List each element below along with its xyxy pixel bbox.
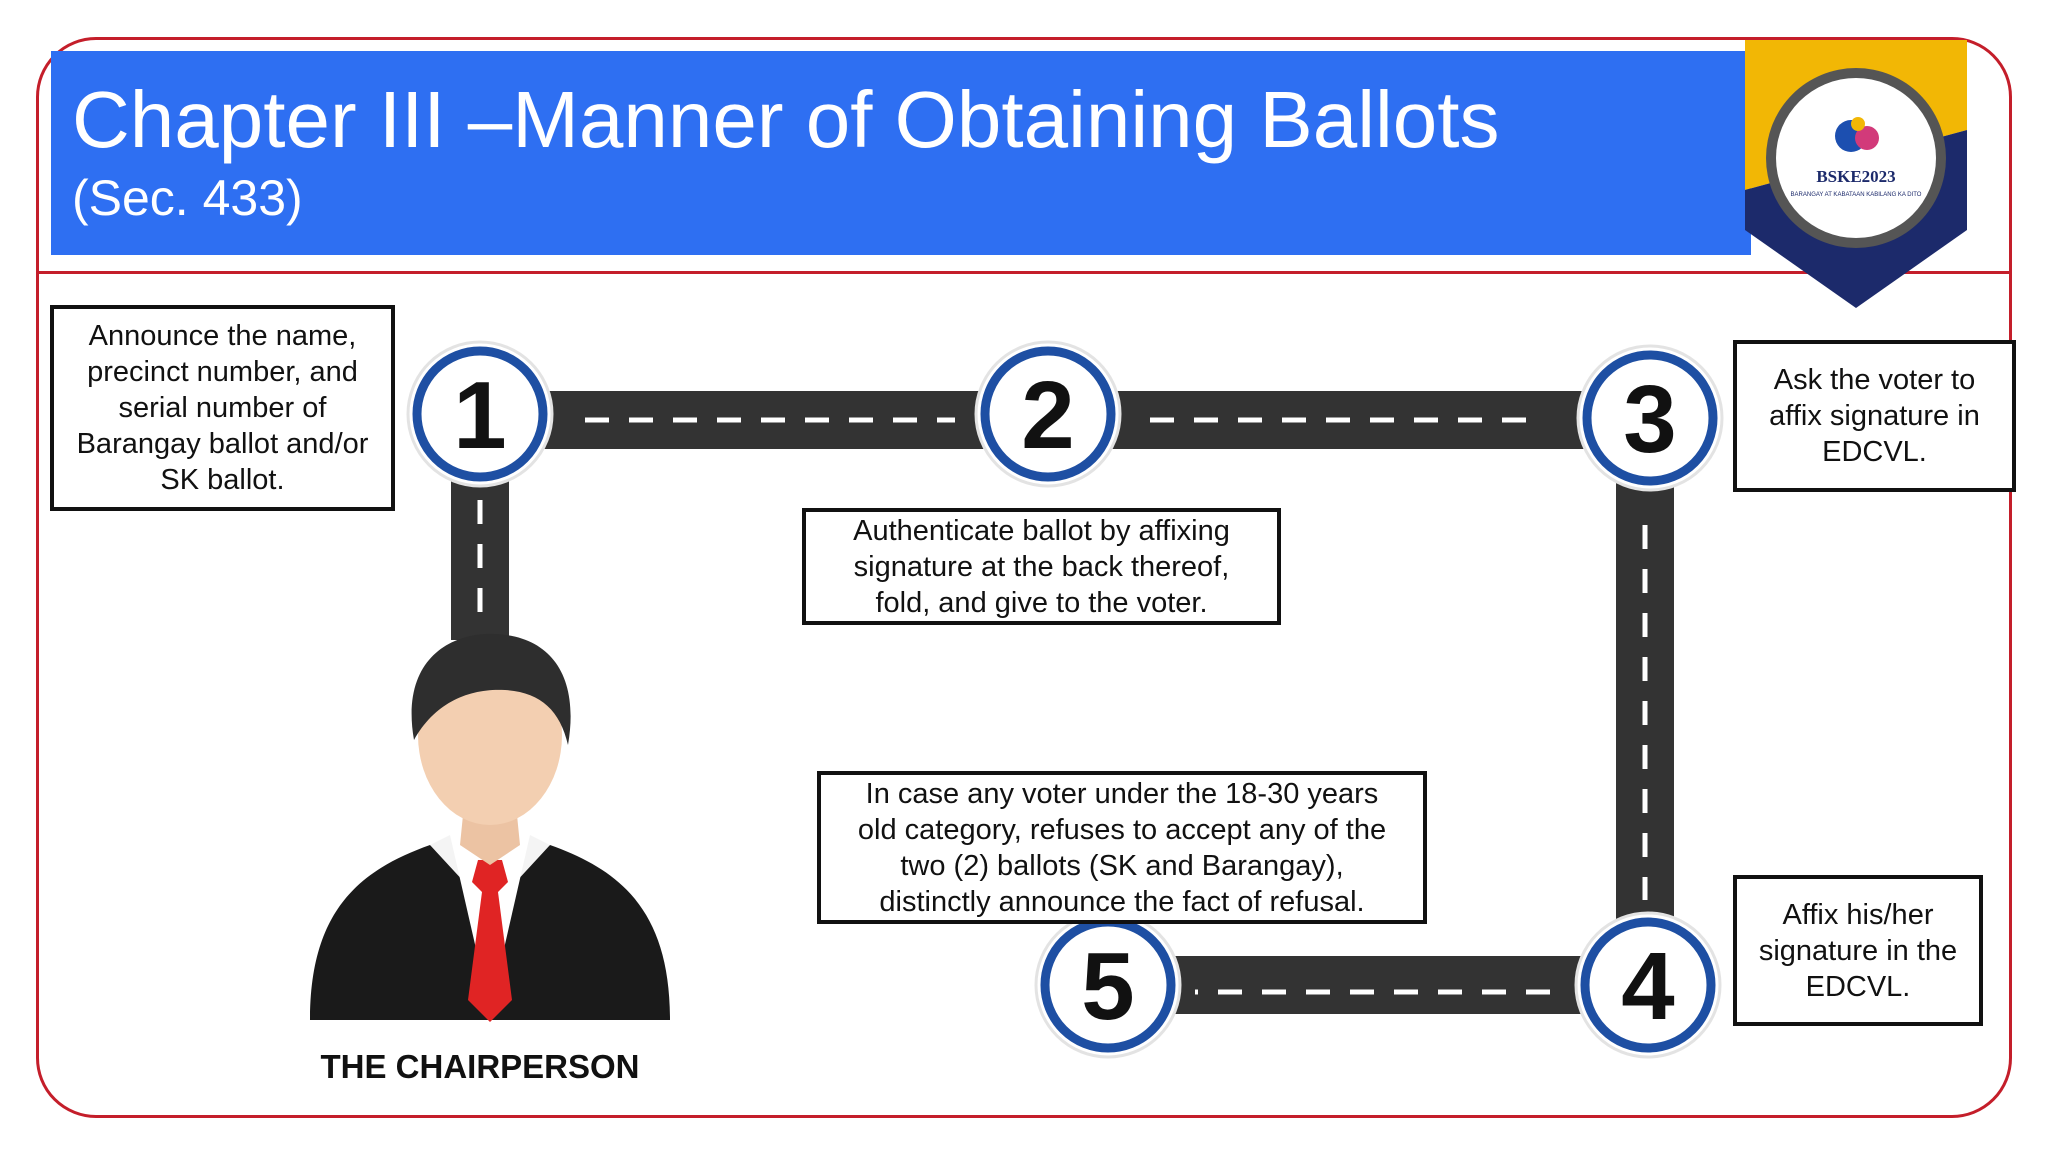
step-5-line: old category, refuses to accept any of t…	[857, 813, 1387, 846]
step-1-line: precinct number, and	[87, 356, 358, 388]
road-lane-markings	[477, 417, 1648, 995]
step-4-description: Affix his/her signature in the EDCVL.	[1733, 875, 1983, 1026]
step-4-line: EDCVL.	[1805, 970, 1911, 1003]
step-1-node: 1	[406, 340, 554, 488]
step-3-number: 3	[1623, 366, 1676, 473]
step-5-description: In case any voter under the 18-30 years …	[817, 771, 1427, 924]
step-1-line: SK ballot.	[160, 464, 285, 496]
step-4-node: 4	[1574, 911, 1722, 1059]
badge-tagline: BARANGAY AT KABATAAN KABILANG KA DITO	[1791, 192, 1922, 198]
step-2-node: 2	[974, 340, 1122, 488]
step-5-number: 5	[1081, 933, 1134, 1040]
step-3-line: affix signature in	[1769, 400, 1980, 432]
step-5-line: distinctly announce the fact of refusal.	[879, 885, 1365, 918]
step-1-line: serial number of	[118, 392, 327, 424]
bske-logo-badge: BSKE2023 BARANGAY AT KABATAAN KABILANG K…	[1745, 40, 1967, 308]
badge-disc	[1776, 78, 1936, 238]
page-subtitle: (Sec. 433)	[72, 170, 303, 226]
title-banner	[51, 51, 1751, 255]
step-2-line: signature at the back thereof,	[853, 550, 1230, 583]
header-divider	[36, 271, 2012, 274]
chairperson-avatar-icon	[310, 633, 670, 1022]
step-5-node: 5	[1034, 911, 1182, 1059]
step-3-line: Ask the voter to	[1773, 364, 1976, 396]
step-4-line: signature in the	[1758, 934, 1958, 967]
badge-logo-text: BSKE2023	[1816, 167, 1895, 186]
step-3-description: Ask the voter to affix signature in EDCV…	[1733, 340, 2016, 492]
necktie	[468, 860, 512, 1022]
page-title: Chapter III –Manner of Obtaining Ballots	[72, 75, 1500, 164]
step-2-line: Authenticate ballot by affixing	[853, 514, 1230, 547]
hair	[411, 633, 571, 745]
step-1-description: Announce the name, precinct number, and …	[50, 305, 395, 511]
step-3-line: EDCVL.	[1822, 436, 1927, 468]
voter-emblem-icon	[1835, 117, 1879, 152]
step-5-line: two (2) ballots (SK and Barangay),	[900, 849, 1344, 882]
step-3-node: 3	[1576, 344, 1724, 492]
slide-frame	[36, 37, 2012, 1118]
step-1-line: Barangay ballot and/or	[76, 428, 369, 460]
step-1-number: 1	[453, 362, 506, 469]
chairperson-caption: THE CHAIRPERSON	[320, 1048, 640, 1085]
step-2-number: 2	[1021, 362, 1074, 469]
step-4-line: Affix his/her	[1782, 898, 1934, 931]
step-1-line: Announce the name,	[88, 320, 357, 352]
step-2-description: Authenticate ballot by affixing signatur…	[802, 508, 1281, 625]
step-4-number: 4	[1621, 933, 1674, 1040]
step-5-line: In case any voter under the 18-30 years	[865, 777, 1379, 810]
step-2-line: fold, and give to the voter.	[875, 586, 1208, 619]
